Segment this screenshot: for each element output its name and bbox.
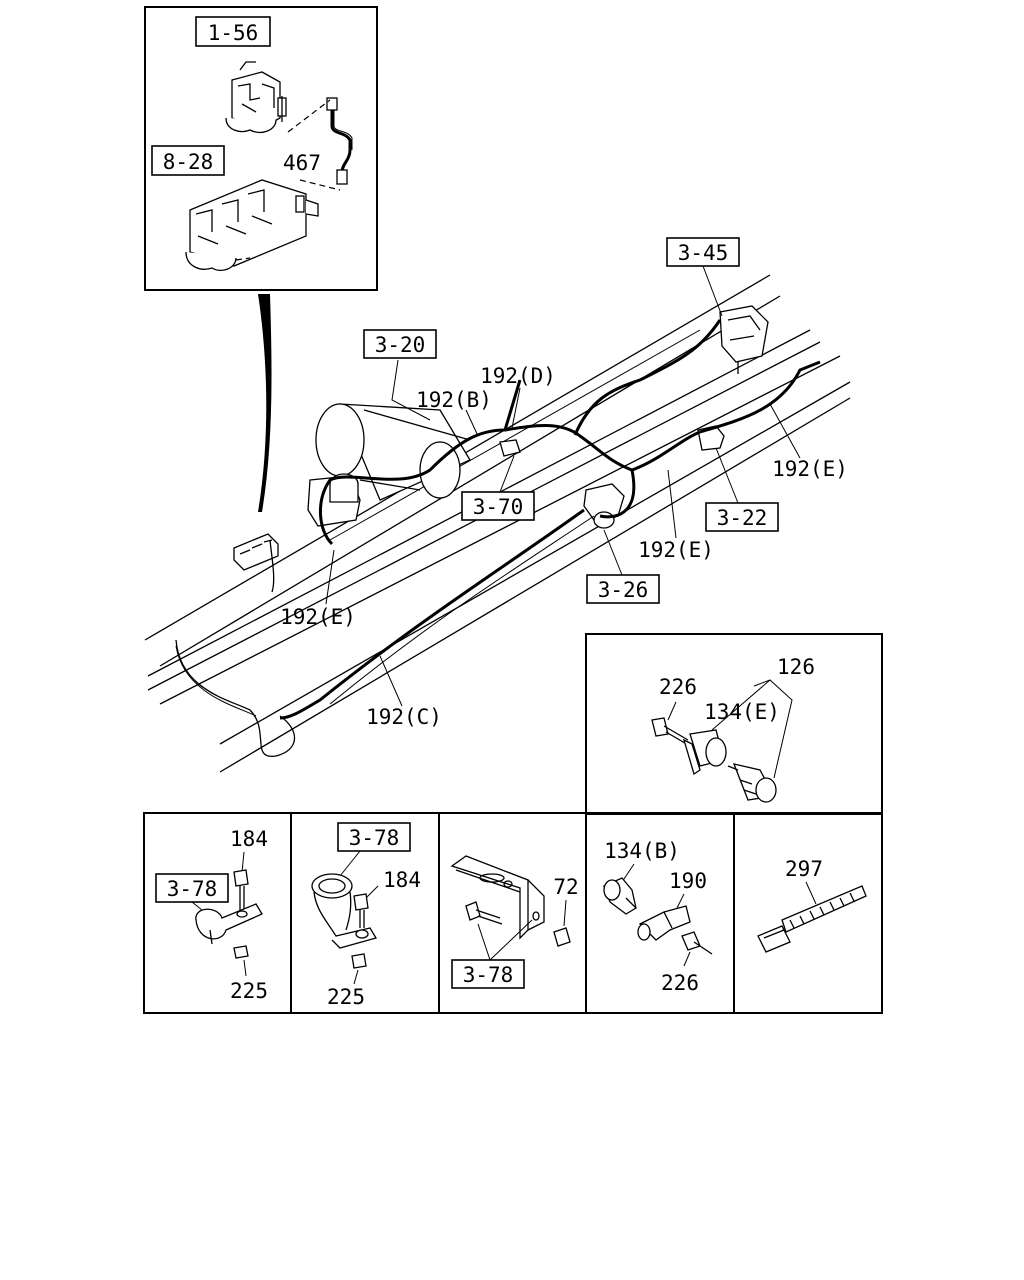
ref-label-3-78-p2: 3-78 xyxy=(349,826,400,850)
part-label-225-p2: 225 xyxy=(327,985,365,1009)
valve-block-1-56 xyxy=(225,61,287,134)
bracket-p3 xyxy=(450,855,545,940)
ref-label-3-45: 3-45 xyxy=(678,241,729,265)
ref-label-3-26: 3-26 xyxy=(598,578,649,602)
ref-label-3-78-p1: 3-78 xyxy=(167,877,218,901)
clamp-p1 xyxy=(195,869,263,959)
ref-box-3-20[interactable]: 3-20 xyxy=(363,329,437,359)
part-label-72: 72 xyxy=(553,875,578,899)
pipe-label-192-c: 192(C) xyxy=(366,705,442,729)
bolt-p3 xyxy=(465,901,503,925)
ref-label-3-70: 3-70 xyxy=(473,495,524,519)
inset-top: 1-56 467 8-28 xyxy=(144,6,378,291)
air-tank xyxy=(315,403,471,501)
part-label-134-e: 134(E) xyxy=(704,700,780,724)
ref-box-3-78-p3[interactable]: 3-78 xyxy=(451,959,525,989)
ref-box-3-78-p1[interactable]: 3-78 xyxy=(155,873,229,903)
part-label-225-p1: 225 xyxy=(230,979,268,1003)
ref-box-1-56[interactable]: 1-56 xyxy=(195,16,271,47)
part-label-226-inset: 226 xyxy=(659,675,697,699)
ref-box-3-45[interactable]: 3-45 xyxy=(666,237,740,267)
tee-190 xyxy=(637,905,691,941)
panel-1: 184 3-78 225 xyxy=(155,827,268,1003)
pressure-switch xyxy=(727,763,777,803)
panel-5: 297 xyxy=(757,857,867,953)
elbow-134b xyxy=(603,877,637,915)
inset-valve: 126 226 134(E) xyxy=(585,633,883,815)
inset-valve-frame xyxy=(585,633,883,815)
part-label-134-b: 134(B) xyxy=(604,839,680,863)
panel-4: 134(B) 190 226 xyxy=(603,839,713,995)
valve-block-left xyxy=(233,533,279,571)
part-label-184-p2: 184 xyxy=(383,868,421,892)
ref-box-3-78-p2[interactable]: 3-78 xyxy=(337,822,411,852)
bolt-226-p4 xyxy=(681,931,713,955)
pipe-label-192-b: 192(B) xyxy=(416,388,492,412)
part-label-297: 297 xyxy=(785,857,823,881)
pipe-label-192-e-left: 192(E) xyxy=(280,605,356,629)
valve-3-26 xyxy=(583,483,625,529)
part-label-226-p4: 226 xyxy=(661,971,699,995)
pipe-label-192-e-mid: 192(E) xyxy=(638,538,714,562)
ref-box-3-22[interactable]: 3-22 xyxy=(705,502,779,532)
valve-3-45 xyxy=(719,305,769,374)
ref-box-3-70[interactable]: 3-70 xyxy=(461,491,535,521)
ref-label-3-78-p3: 3-78 xyxy=(463,963,514,987)
part-label-126: 126 xyxy=(777,655,815,679)
pipe-label-192-d: 192(D) xyxy=(480,364,556,388)
cable-tie-297 xyxy=(757,885,867,953)
part-label-467: 467 xyxy=(283,151,321,175)
inset-top-frame xyxy=(144,6,378,291)
inset-leader-thick xyxy=(258,294,272,512)
ref-label-3-20: 3-20 xyxy=(375,333,426,357)
pipe-routes xyxy=(175,319,821,757)
ref-label-8-28: 8-28 xyxy=(163,150,214,174)
chassis-frame xyxy=(144,274,851,773)
main-leaders xyxy=(325,265,801,707)
valve-3-20 xyxy=(307,473,361,527)
pipe-467 xyxy=(287,97,353,191)
panel-3: 72 3-78 xyxy=(450,855,579,989)
ref-box-3-26[interactable]: 3-26 xyxy=(586,574,660,604)
ref-label-3-22: 3-22 xyxy=(717,506,768,530)
ref-label-1-56: 1-56 xyxy=(208,21,259,45)
junction-3-70 xyxy=(499,439,521,457)
valve-block-8-28 xyxy=(185,179,319,272)
part-label-184-p1: 184 xyxy=(230,827,268,851)
part-label-190: 190 xyxy=(669,869,707,893)
bottom-panels-frame xyxy=(143,812,883,1014)
bottom-panels: 184 3-78 225 3-78 xyxy=(143,812,883,1014)
panel-2: 3-78 184 225 xyxy=(311,822,421,1009)
ref-box-8-28[interactable]: 8-28 xyxy=(151,145,225,176)
clamp-p2 xyxy=(311,873,377,969)
pipe-label-192-e-right: 192(E) xyxy=(772,457,848,481)
tee-fitting-134e xyxy=(682,729,727,776)
